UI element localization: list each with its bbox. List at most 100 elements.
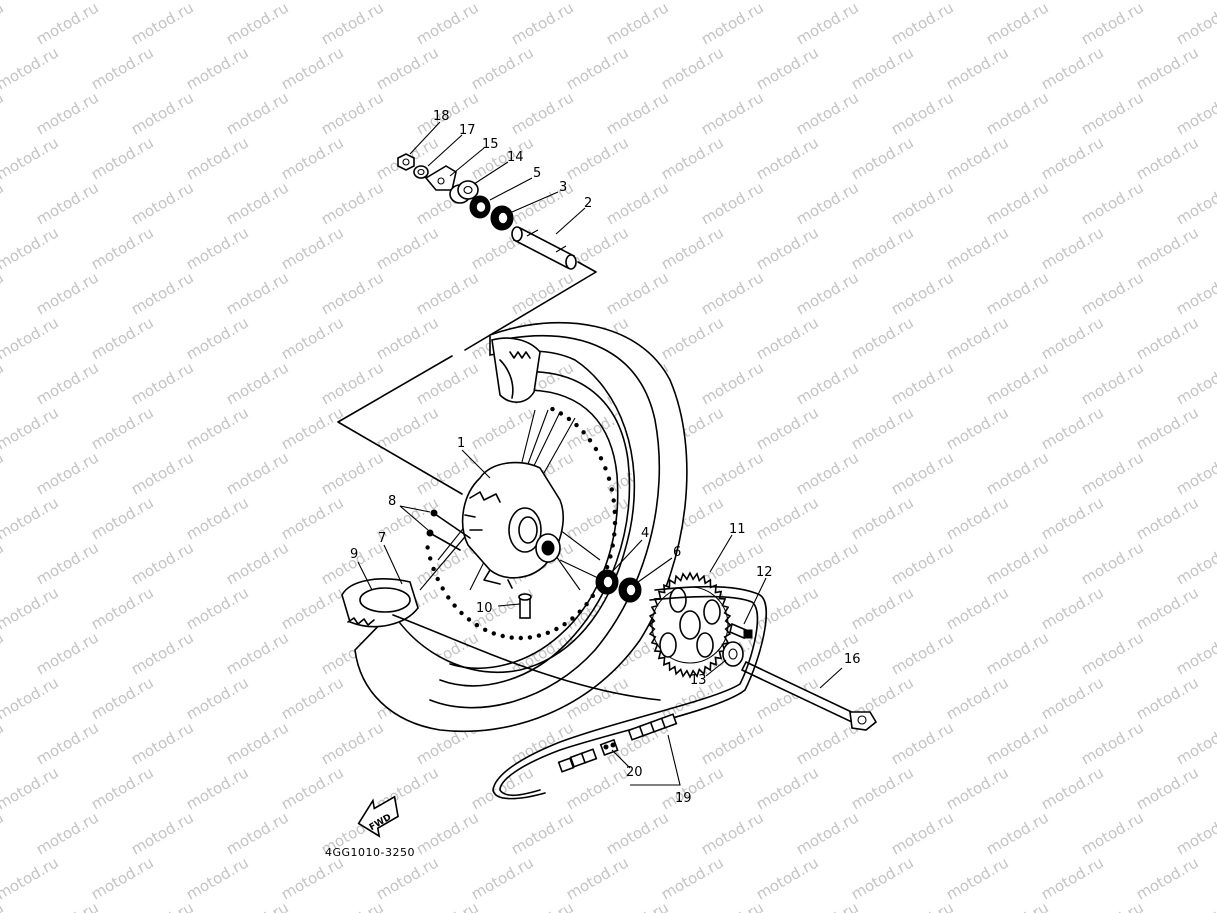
watermark-text: motod.ru [888,88,957,138]
watermark-text: motod.ru [88,43,157,93]
watermark-text: motod.ru [128,88,197,138]
watermark-text: motod.ru [1173,538,1217,588]
watermark-text: motod.ru [413,358,482,408]
part-2-spacer [511,226,577,270]
watermark-text: motod.ru [128,178,197,228]
watermark-text: motod.ru [753,583,822,633]
watermark-text: motod.ru [603,0,672,48]
watermark-text: motod.ru [943,763,1012,813]
watermark-text: motod.ru [943,583,1012,633]
part-11-sprocket [648,571,732,679]
watermark-text: motod.ru [603,88,672,138]
part-19-chain [392,585,767,800]
watermark-text: motod.ru [753,0,822,3]
rim-hole [550,406,555,412]
watermark-text: motod.ru [413,898,482,913]
part-4-bearing [595,569,619,595]
watermark-text: motod.ru [848,493,917,543]
callout-11: 11 [729,522,746,537]
watermark-text: motod.ru [0,43,62,93]
watermark-text: motod.ru [658,43,727,93]
watermark-text: motod.ru [468,43,537,93]
watermark-text: motod.ru [183,133,252,183]
watermark-text: motod.ru [468,853,537,903]
watermark-text: motod.ru [318,898,387,913]
rim-hole [610,543,615,548]
watermark-text: motod.ru [1038,583,1107,633]
rim-hole [587,438,593,443]
watermark-text: motod.ru [1173,358,1217,408]
watermark-text: motod.ru [88,313,157,363]
rim-hole [570,616,575,621]
watermark-text: motod.ru [373,0,442,3]
watermark-text: motod.ru [563,493,632,543]
watermark-text: motod.ru [0,493,62,543]
callout-14: 14 [507,150,524,165]
watermark-text: motod.ru [698,358,767,408]
watermark-text: motod.ru [943,493,1012,543]
watermark-text: motod.ru [1133,853,1202,903]
watermark-text: motod.ru [943,673,1012,723]
watermark-text: motod.ru [943,0,1012,3]
rim-hole [554,626,559,632]
watermark-text: motod.ru [753,313,822,363]
rim-hole [527,635,533,640]
watermark-text: motod.ru [1173,88,1217,138]
watermark-text: motod.ru [88,223,157,273]
watermark-text: motod.ru [223,88,292,138]
watermark-text: motod.ru [698,268,767,318]
watermark-text: motod.ru [1078,628,1147,678]
watermark-text: motod.ru [603,178,672,228]
watermark-text: motod.ru [888,358,957,408]
watermark-text: motod.ru [0,808,7,858]
rim-hole [566,416,572,422]
watermark-text: motod.ru [1133,763,1202,813]
callout-16: 16 [844,652,861,667]
watermark-text: motod.ru [318,178,387,228]
watermark-text: motod.ru [1038,313,1107,363]
watermark-text: motod.ru [318,448,387,498]
rim-hole [536,633,542,638]
watermark-text: motod.ru [793,808,862,858]
watermark-text: motod.ru [413,808,482,858]
watermark-text: motod.ru [0,448,7,498]
watermark-text: motod.ru [1173,268,1217,318]
part-14-collar [449,180,479,204]
watermark-text: motod.ru [128,898,197,913]
watermark-text: motod.ru [793,448,862,498]
watermark-text: motod.ru [223,718,292,768]
rim-hole [428,556,433,561]
watermark-text: motod.ru [88,763,157,813]
watermark-text: motod.ru [753,133,822,183]
watermark-text: motod.ru [468,763,537,813]
watermark-text: motod.ru [0,0,7,48]
watermark-text: motod.ru [888,898,957,913]
watermark-text: motod.ru [508,88,577,138]
watermark-text: motod.ru [33,88,102,138]
watermark-text: motod.ru [793,0,862,48]
watermark-text: motod.ru [1038,853,1107,903]
watermark-text: motod.ru [888,718,957,768]
watermark-text: motod.ru [128,0,197,48]
rim-hole [474,622,480,628]
watermark-text: motod.ru [1078,268,1147,318]
watermark-text: motod.ru [183,853,252,903]
part-1-hub [461,461,564,589]
watermark-text: motod.ru [943,853,1012,903]
watermark-text: motod.ru [1038,673,1107,723]
watermark-text: motod.ru [658,313,727,363]
tire [354,321,688,733]
watermark-text: motod.ru [373,223,442,273]
callout-7: 7 [378,531,386,546]
watermark-text: motod.ru [33,268,102,318]
watermark-text: motod.ru [658,133,727,183]
watermark-text: motod.ru [0,268,7,318]
watermark-text: motod.ru [1078,88,1147,138]
watermark-text: motod.ru [753,493,822,543]
callout-4: 4 [641,526,649,541]
rim-hole [581,430,586,435]
watermark-text: motod.ru [698,448,767,498]
watermark-text: motod.ru [943,403,1012,453]
watermark-text: motod.ru [698,718,767,768]
